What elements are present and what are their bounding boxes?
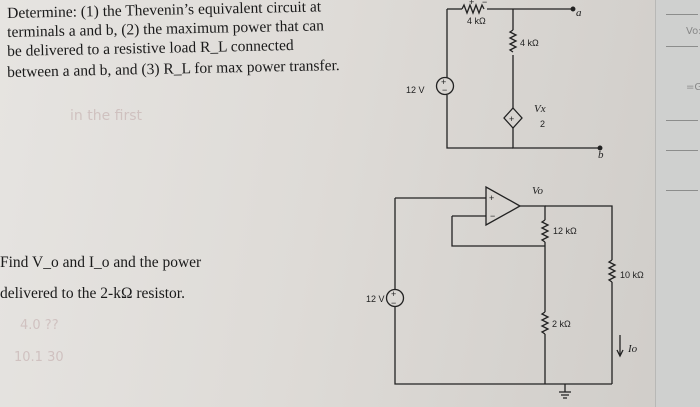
label-vo: Vo (532, 185, 544, 197)
vx-minus: − (482, 0, 487, 7)
pencil-note: 4.0 ?? (20, 318, 59, 333)
opamp-plus: + (489, 193, 494, 203)
label-2k: 2 kΩ (552, 319, 571, 329)
label-source-12v-2: 12 V (366, 294, 385, 304)
strip-rule (666, 46, 698, 47)
op-amp (485, 185, 522, 227)
strip-note: =G (686, 82, 700, 93)
adjacent-page-strip: Vo: =G (655, 0, 700, 407)
dep-source-sign: + (509, 114, 514, 124)
source2-minus: − (391, 298, 396, 308)
strip-note: Vo: (686, 26, 700, 37)
strip-rule (666, 190, 698, 191)
resistor-10k (607, 259, 617, 283)
voltage-source-12v (435, 76, 455, 96)
dep-source-numerator: Vx (534, 103, 546, 115)
opamp-minus: − (490, 211, 495, 221)
problem2-line2: delivered to the 2-kΩ resistor. (0, 285, 185, 302)
vx-plus: + (469, 0, 474, 7)
label-10k: 10 kΩ (620, 270, 644, 280)
source-minus: − (442, 85, 447, 95)
resistor-4k-top (461, 3, 485, 15)
dep-source-denominator: 2 (540, 119, 545, 129)
resistor-2k (540, 311, 550, 335)
voltage-source-12v-2 (385, 288, 405, 308)
resistor-12k (540, 219, 550, 243)
label-source-12v: 12 V (406, 85, 425, 95)
terminal-a (570, 6, 576, 12)
circuit1 (435, 3, 603, 151)
terminal-b (597, 145, 603, 151)
strip-rule (666, 120, 698, 121)
label-node-a: a (576, 7, 582, 19)
strip-rule (666, 14, 698, 15)
source2-plus: + (391, 289, 396, 299)
resistor-4k-right (508, 29, 518, 53)
strip-rule (666, 150, 698, 151)
source-plus: + (441, 77, 446, 87)
label-12k: 12 kΩ (553, 226, 577, 236)
label-node-b: b (598, 149, 604, 161)
circuit2 (385, 185, 624, 399)
label-right-4k: 4 kΩ (520, 38, 539, 48)
pencil-note: in the first (70, 108, 142, 124)
problem2-line1: Find V_o and I_o and the power (0, 254, 202, 271)
pencil-note: 10.1 30 (14, 350, 64, 365)
label-io: Io (627, 343, 638, 355)
ground-symbol (559, 391, 571, 399)
label-top-4k: 4 kΩ (467, 16, 486, 26)
